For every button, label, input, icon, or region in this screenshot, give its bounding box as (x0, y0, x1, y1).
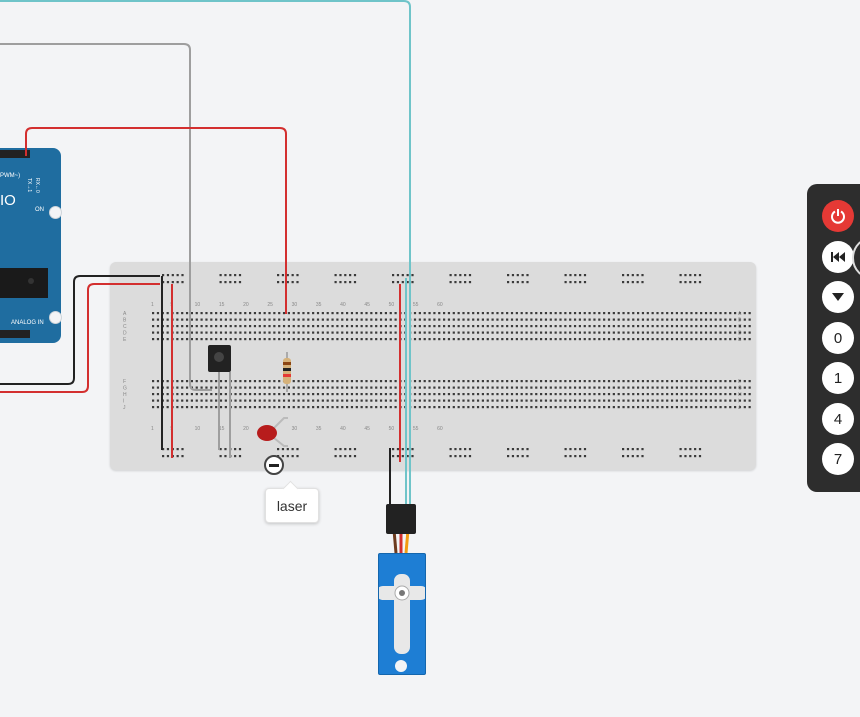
column-label: 30 (292, 426, 298, 432)
arduino-mount-hole (49, 311, 62, 324)
component-label[interactable]: laser (265, 488, 319, 523)
remote-down-button[interactable] (822, 281, 854, 313)
remote-power-button[interactable] (822, 200, 854, 232)
arduino-model-label: IO (0, 192, 16, 209)
arduino-digital-header[interactable] (0, 150, 30, 158)
arduino-analog-label: ANALOG IN (11, 320, 44, 326)
arduino-pwm-label: PWM~) (0, 173, 21, 179)
column-label: 35 (316, 426, 322, 432)
wire-black-ground[interactable] (0, 275, 160, 385)
arduino-mount-hole (49, 206, 62, 219)
ir-receiver-lens (214, 352, 224, 362)
column-label: 55 (413, 302, 419, 308)
row-label: D (738, 331, 742, 337)
column-label: 40 (340, 302, 346, 308)
row-label: F (738, 379, 741, 385)
column-label: 60 (437, 302, 443, 308)
resistor-band (283, 368, 291, 371)
column-label: 20 (243, 426, 249, 432)
led-lead (273, 417, 288, 429)
column-label: 1 (151, 302, 154, 308)
row-label: C (738, 324, 742, 330)
column-label: 20 (243, 302, 249, 308)
wire-red-signal[interactable] (25, 127, 287, 314)
column-label: 45 (364, 302, 370, 308)
column-label: 50 (389, 426, 395, 432)
row-label: I (123, 399, 124, 405)
ir-remote[interactable]: 0 1 4 7 (807, 184, 860, 492)
column-label: 45 (364, 426, 370, 432)
column-label: 50 (389, 302, 395, 308)
resistor-band (283, 374, 291, 377)
remote-button-0[interactable]: 0 (822, 322, 854, 354)
row-label: E (738, 337, 742, 343)
arduino-on-label: ON (35, 207, 44, 213)
arduino-rx-label: RX←0 (34, 178, 40, 193)
servo-motor[interactable] (376, 553, 428, 675)
row-label: I (738, 399, 739, 405)
row-label: J (123, 405, 126, 411)
row-label: C (123, 324, 127, 330)
row-label: G (123, 386, 127, 392)
column-label: 15 (219, 302, 225, 308)
skip-back-icon (831, 252, 845, 262)
column-label: 30 (292, 302, 298, 308)
column-label: 25 (267, 302, 273, 308)
servo-mount-hole (395, 660, 407, 672)
column-label: 40 (340, 426, 346, 432)
row-label: A (738, 311, 742, 317)
power-icon (831, 209, 845, 224)
remote-button-4[interactable]: 4 (822, 403, 854, 435)
column-label: 35 (316, 302, 322, 308)
led-red[interactable] (257, 425, 277, 441)
remote-dpad-ring[interactable] (852, 236, 860, 280)
servo-connector[interactable] (386, 504, 416, 534)
row-label: A (123, 311, 127, 317)
arduino-board[interactable]: ANALOG IN PWM~) TX→1 RX←0 IO ON (0, 148, 62, 343)
remote-previous-button[interactable] (822, 241, 854, 273)
triangle-down-icon (832, 293, 844, 301)
remote-button-7[interactable]: 7 (822, 443, 854, 475)
resistor-band (283, 362, 291, 365)
wire-gray[interactable] (0, 43, 212, 391)
wire-red-power[interactable] (0, 283, 160, 393)
remote-button-1[interactable]: 1 (822, 362, 854, 394)
led-lead (273, 437, 288, 447)
row-label: F (123, 379, 126, 385)
arduino-analog-header[interactable] (0, 330, 30, 338)
column-label: 55 (413, 426, 419, 432)
row-label: J (738, 405, 741, 411)
column-label: 10 (195, 302, 201, 308)
label-anchor-icon[interactable] (264, 455, 284, 475)
row-label: B (123, 318, 127, 324)
row-label: H (738, 392, 742, 398)
arduino-tx-label: TX→1 (26, 178, 32, 193)
arduino-microcontroller-chip (0, 268, 48, 298)
column-label: 10 (195, 426, 201, 432)
row-label: B (738, 318, 742, 324)
row-label: G (738, 386, 742, 392)
row-label: E (123, 337, 127, 343)
row-label: H (123, 392, 127, 398)
wire-cyan[interactable] (0, 0, 411, 505)
column-label: 60 (437, 426, 443, 432)
column-label: 15 (219, 426, 225, 432)
row-label: D (123, 331, 127, 337)
servo-horn[interactable] (376, 554, 428, 674)
column-label: 1 (151, 426, 154, 432)
